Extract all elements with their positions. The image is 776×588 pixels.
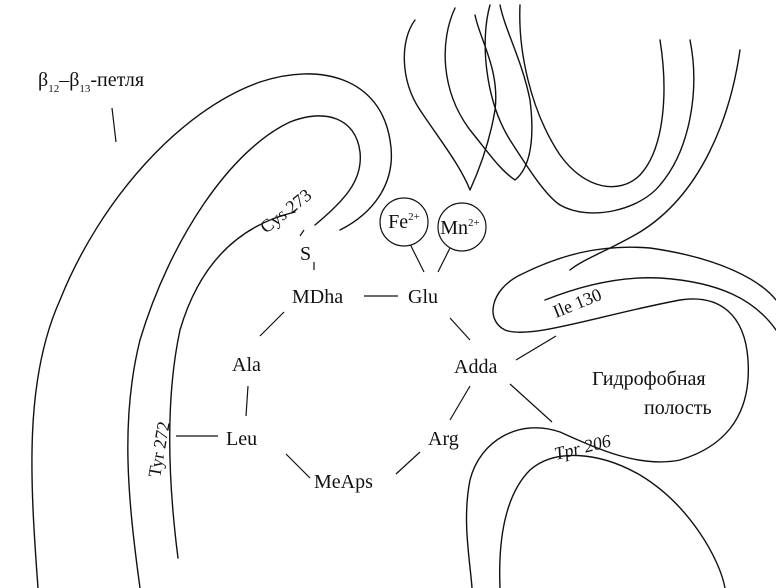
loop-beta-1: β [38,69,48,91]
metal-ions: Fe2+ Mn2+ [379,197,487,252]
left-fold-middle-edge [127,115,361,588]
left-fold [31,73,393,588]
residue-meaps: MeAps [314,471,373,493]
ring-bonds [111,107,557,479]
protein-residues: Cys 273 Tyr 272 Ile 130 Tpr 206 [144,185,613,479]
loop-tail: -петля [90,69,144,91]
bond-s-cys [299,229,305,237]
fe-ion-label: Fe2+ [388,211,420,233]
wavy-fold-line-5 [569,49,741,271]
residue-ala: Ala [232,354,261,376]
fe-element: Fe [388,211,408,233]
top-right-fold [403,4,741,271]
right-pocket [465,246,776,588]
left-fold-inner-edge [168,211,296,559]
mn-ion-circle [437,202,487,252]
wavy-fold-line-3 [484,4,695,214]
bond-glu-mn [437,247,451,273]
loop-dash: – [58,69,70,91]
sulfur-atom: S [300,243,311,265]
cavity-line-2: полость [644,397,712,419]
residue-ile-130: Ile 130 [550,284,604,321]
residue-arg: Arg [428,428,459,450]
residue-glu: Glu [408,286,438,308]
ring-residues: MDha Glu Adda Arg MeAps Leu Ala S [226,243,497,493]
bond-adda-ile [515,335,557,361]
residue-mdha: MDha [292,286,343,308]
bond-glu-adda [449,317,471,341]
mn-charge: 2+ [468,217,480,229]
residue-leu: Leu [226,428,257,450]
ile-loop-inner [544,277,776,331]
trp-loop-outer [498,454,726,588]
mn-element: Mn [440,217,468,239]
bond-ala-mdha [259,311,285,337]
fe-ion-circle [379,197,429,247]
wavy-fold-line-1 [403,14,497,191]
bond-leu-ala [245,385,249,417]
residue-trp-206: Tpr 206 [552,431,613,464]
bond-arg-meaps [395,451,421,475]
hydrophobic-cavity-label: Гидрофобная полость [592,368,712,419]
loop-pointer-line [111,107,117,143]
loop-beta-2: β [69,69,79,91]
ile-loop-outer [465,246,776,588]
wavy-fold-line-2 [444,4,533,181]
bond-adda-arg [449,385,471,421]
mn-ion-label: Mn2+ [440,217,480,239]
loop-label: β12–β13-петля [38,69,144,95]
left-fold-outer-edge [31,73,393,588]
fe-charge: 2+ [408,211,420,223]
bond-meaps-leu [285,453,311,479]
cavity-line-1: Гидрофобная [592,368,706,390]
residue-adda: Adda [454,356,497,378]
bond-glu-fe [409,243,425,273]
residue-cys-273: Cys 273 [256,185,315,237]
bond-adda-trp [509,383,553,423]
loop-sub-1: 12 [48,83,59,95]
loop-sub-2: 13 [79,83,91,95]
wavy-fold-line-4 [519,4,665,188]
